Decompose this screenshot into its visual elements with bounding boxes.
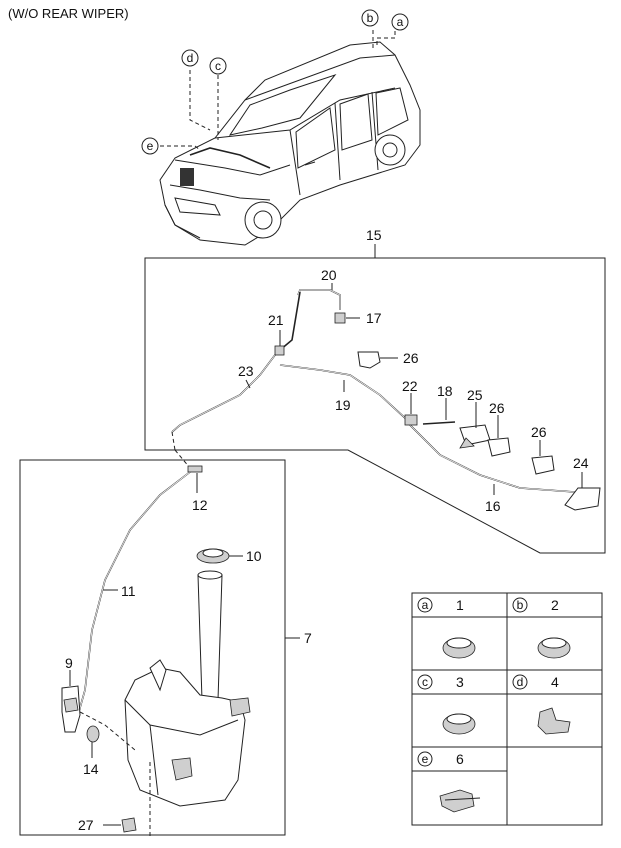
legend-cell-a: a 1: [417, 597, 476, 659]
label-17: 17: [366, 310, 382, 326]
upper-hose-group: [171, 289, 576, 493]
svg-text:6: 6: [456, 751, 464, 767]
svg-text:d: d: [187, 51, 194, 65]
svg-text:1: 1: [456, 597, 464, 613]
svg-text:c: c: [422, 675, 428, 689]
label-23: 23: [238, 363, 254, 379]
label-11: 11: [121, 583, 136, 599]
label-7: 7: [304, 630, 312, 646]
nozzle-26-mid: [487, 437, 511, 457]
label-22: 22: [402, 378, 418, 394]
callout-a: a: [391, 13, 409, 31]
legend-table: [411, 592, 603, 826]
label-12: 12: [192, 497, 208, 513]
svg-text:c: c: [215, 59, 221, 73]
nozzle-25: [459, 424, 491, 449]
bolt-27: [121, 817, 137, 833]
label-15: 15: [366, 227, 382, 243]
label-18: 18: [437, 383, 453, 399]
callout-b: b: [361, 9, 379, 27]
clip-6-icon: [439, 789, 475, 813]
callout-d: d: [181, 49, 199, 67]
label-16: 16: [485, 498, 501, 514]
label-9: 9: [65, 655, 73, 671]
reservoir-frame: [19, 459, 286, 836]
svg-text:b: b: [517, 598, 524, 612]
callout-c: c: [209, 57, 227, 75]
label-26a: 26: [403, 350, 419, 366]
svg-text:a: a: [397, 15, 404, 29]
svg-text:a: a: [422, 598, 429, 612]
callout-e: e: [141, 137, 159, 155]
part-17-connector: [334, 312, 346, 324]
hose-assembly-frame: [144, 257, 606, 554]
diagram-title: (W/O REAR WIPER): [8, 6, 129, 21]
label-14: 14: [83, 761, 99, 777]
washer-reservoir: [124, 570, 251, 807]
svg-text:d: d: [517, 675, 524, 689]
legend-cell-d: d 4: [512, 674, 571, 735]
label-19: 19: [335, 397, 351, 413]
nozzle-24: [564, 487, 601, 511]
part-12-joint: [187, 465, 203, 473]
label-10: 10: [246, 548, 262, 564]
grommet-14: [86, 725, 100, 743]
label-21: 21: [268, 312, 284, 328]
legend-cell-c: c 3: [417, 674, 476, 735]
nozzle-26-right: [531, 455, 555, 475]
vehicle-illustration: [159, 30, 421, 246]
label-20: 20: [321, 267, 337, 283]
svg-text:e: e: [422, 752, 429, 766]
svg-text:2: 2: [551, 597, 559, 613]
clip-4-icon: [537, 707, 571, 735]
filler-cap-10: [196, 548, 230, 564]
svg-text:e: e: [147, 139, 154, 153]
svg-text:3: 3: [456, 674, 464, 690]
label-24: 24: [573, 455, 589, 471]
nozzle-26-top: [357, 351, 381, 369]
label-27: 27: [78, 817, 94, 833]
part-21-connector: [274, 345, 285, 356]
legend-cell-b: b 2: [512, 597, 571, 659]
svg-text:4: 4: [551, 674, 559, 690]
label-26b: 26: [489, 400, 505, 416]
pump-9: [61, 685, 81, 733]
label-26c: 26: [531, 424, 547, 440]
svg-text:b: b: [367, 11, 374, 25]
part-22-connector: [404, 414, 418, 426]
label-25: 25: [467, 387, 483, 403]
hose-11: [77, 449, 203, 716]
legend-cell-e: e 6: [417, 751, 481, 813]
